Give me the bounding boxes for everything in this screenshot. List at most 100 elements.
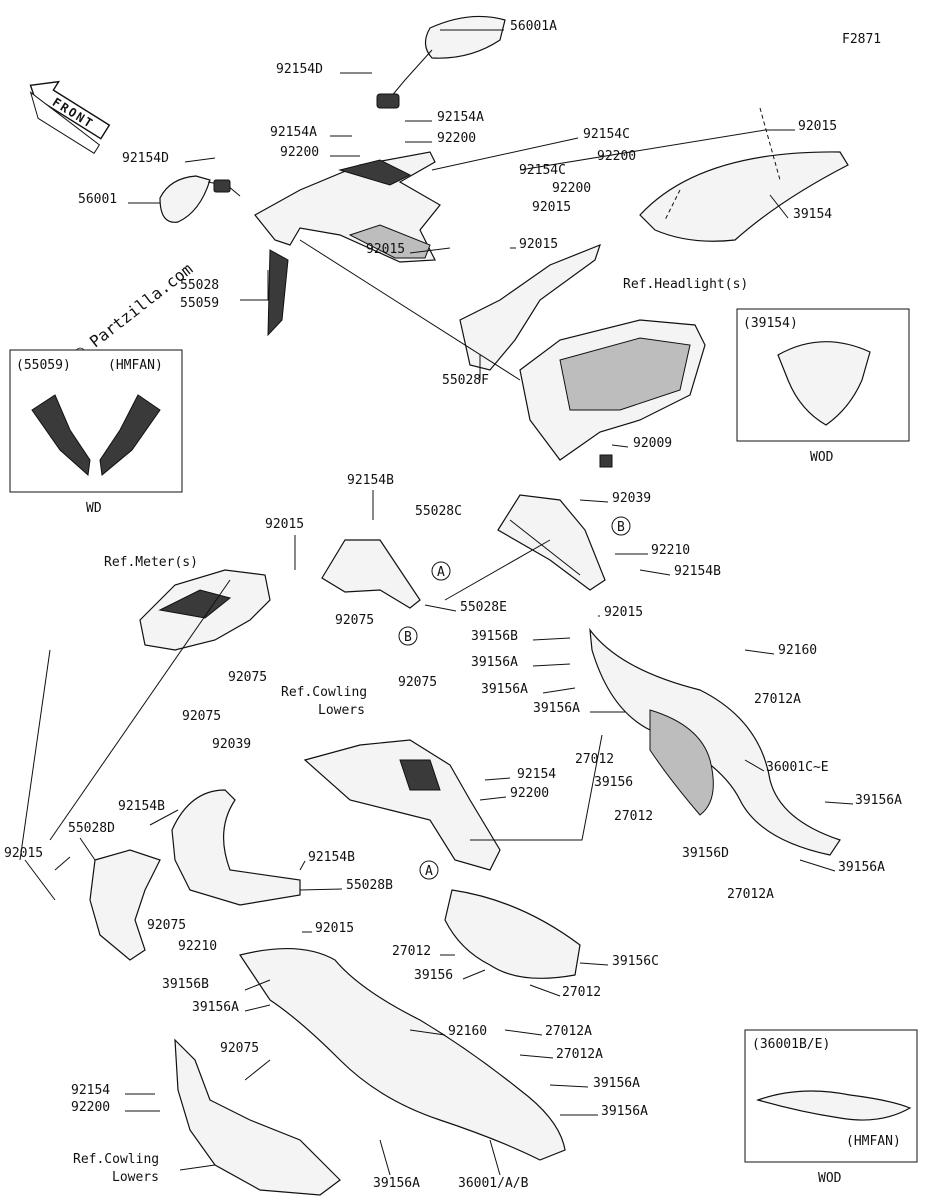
callout-c60: 92075 [147,918,186,933]
callout-c76: 39156A [601,1104,648,1119]
callout-c73: 39156A [593,1076,640,1091]
callout-c37: 39156A [481,682,528,697]
callout-c61: 92015 [315,921,354,936]
callout-c20: 55059 [180,296,219,311]
callout-c31: 92015 [604,605,643,620]
callout-c48: 39156 [594,775,633,790]
callout-c26: 92015 [265,517,304,532]
inset-55059: (55059) (HMFAN) WD [9,349,183,516]
inset-36001BE-variant: (HMFAN) [846,1134,901,1149]
callout-c39: 27012A [754,692,801,707]
callout-c71: 27012A [556,1047,603,1062]
callout-c66: 39156 [414,968,453,983]
inset-39154-code: (39154) [743,316,798,331]
callout-c2: 92154D [276,62,323,77]
marker-label: B [404,630,412,645]
reference-markers: A B B A [398,516,631,880]
callout-c78: Lowers [112,1170,159,1185]
callout-c47: 92154 [517,767,556,782]
bracket-92075-middle[interactable] [321,539,421,609]
inset-55059-variant: (HMFAN) [108,358,163,373]
callout-c51: 92154B [118,799,165,814]
callout-c4: 92154A [270,125,317,140]
callout-c69: 92160 [448,1024,487,1039]
callout-c16: 92015 [519,237,558,252]
callout-c40: 39156A [533,701,580,716]
callout-c49: 92200 [510,786,549,801]
callout-c28: Ref.Meter(s) [104,555,198,570]
marker-label: A [425,864,433,879]
heat-shield-39156C[interactable] [444,889,581,979]
callout-c19: 55028 [180,278,219,293]
callout-c54: 39156D [682,846,729,861]
windshield-39154[interactable] [639,151,849,242]
inset-55059-footer: WD [86,501,102,516]
callout-c79: 39156A [373,1176,420,1191]
mirror-left[interactable] [159,175,241,223]
callout-c32: 92075 [335,613,374,628]
meter-cover[interactable] [139,569,271,651]
callout-c63: 27012 [392,944,431,959]
lower-bracket-left[interactable] [174,1038,341,1196]
callout-c18: Ref.Headlight(s) [623,277,748,292]
callout-c10: 92154D [122,151,169,166]
inner-fairing-55028B[interactable] [171,789,301,906]
callout-c57: 92015 [4,846,43,861]
callout-c56: 39156A [838,860,885,875]
marker-m4: A [419,860,439,880]
callout-c7: 92154C [583,127,630,142]
inset-36001BE: (36001B/E) (HMFAN) WOD [744,1029,918,1186]
callout-c21: 55028F [442,373,489,388]
callout-c9: 92200 [597,149,636,164]
callout-c52: 27012 [614,809,653,824]
callout-c34: 92160 [778,643,817,658]
callout-c65: 39156B [162,977,209,992]
callout-c29: 92154B [674,564,721,579]
callout-c6: 92200 [280,145,319,160]
marker-label: A [437,565,445,580]
callout-c14: 92015 [532,200,571,215]
callout-c36: 92075 [228,670,267,685]
callout-c62: 92210 [178,939,217,954]
callout-c44: 92039 [212,737,251,752]
headlight-assembly[interactable] [519,319,706,468]
callout-c45: 27012 [575,752,614,767]
front-arrow-icon: FRONT [29,80,111,154]
callout-c64: 39156C [612,954,659,969]
leader-lines [19,29,854,1176]
inset-36001BE-footer: WOD [818,1171,842,1186]
callout-c11: 92154C [519,163,566,178]
watermark-text: © Partzilla.com [71,259,197,363]
inset-39154-footer: WOD [810,450,834,465]
callout-c42: 92075 [398,675,437,690]
callout-c46: 36001C~E [766,760,829,775]
mirror-right[interactable] [376,15,506,109]
callout-c50: 39156A [855,793,902,808]
callout-c12: 92200 [552,181,591,196]
callout-c68: 39156A [192,1000,239,1015]
callout-c13: 56001 [78,192,117,207]
marker-m1: A [431,561,451,581]
side-cowl-right-36001C[interactable] [589,627,841,856]
inset-39154: (39154) WOD [736,308,910,465]
marker-m3: B [611,516,631,536]
side-panel-55028D[interactable] [89,849,161,961]
callout-c70: 27012A [545,1024,592,1039]
callout-c17: 92015 [366,242,405,257]
inner-cover-55028C[interactable] [497,494,606,591]
callout-c43: 92075 [182,709,221,724]
callout-c23: 92154B [347,473,394,488]
callout-c38: Ref.Cowling [281,685,367,700]
callout-c3: 92154A [437,110,484,125]
callout-c27: 92210 [651,543,690,558]
cowling-lowers-bracket[interactable] [303,739,501,871]
upper-cowl-frame[interactable] [254,151,441,337]
callout-c58: 55028B [346,878,393,893]
side-cowl-left-36001[interactable] [239,948,566,1161]
inset-36001BE-code: (36001B/E) [752,1037,830,1052]
callout-c30: 55028E [460,600,507,615]
callout-c33: 39156B [471,629,518,644]
marker-label: B [617,520,625,535]
callout-c35: 39156A [471,655,518,670]
